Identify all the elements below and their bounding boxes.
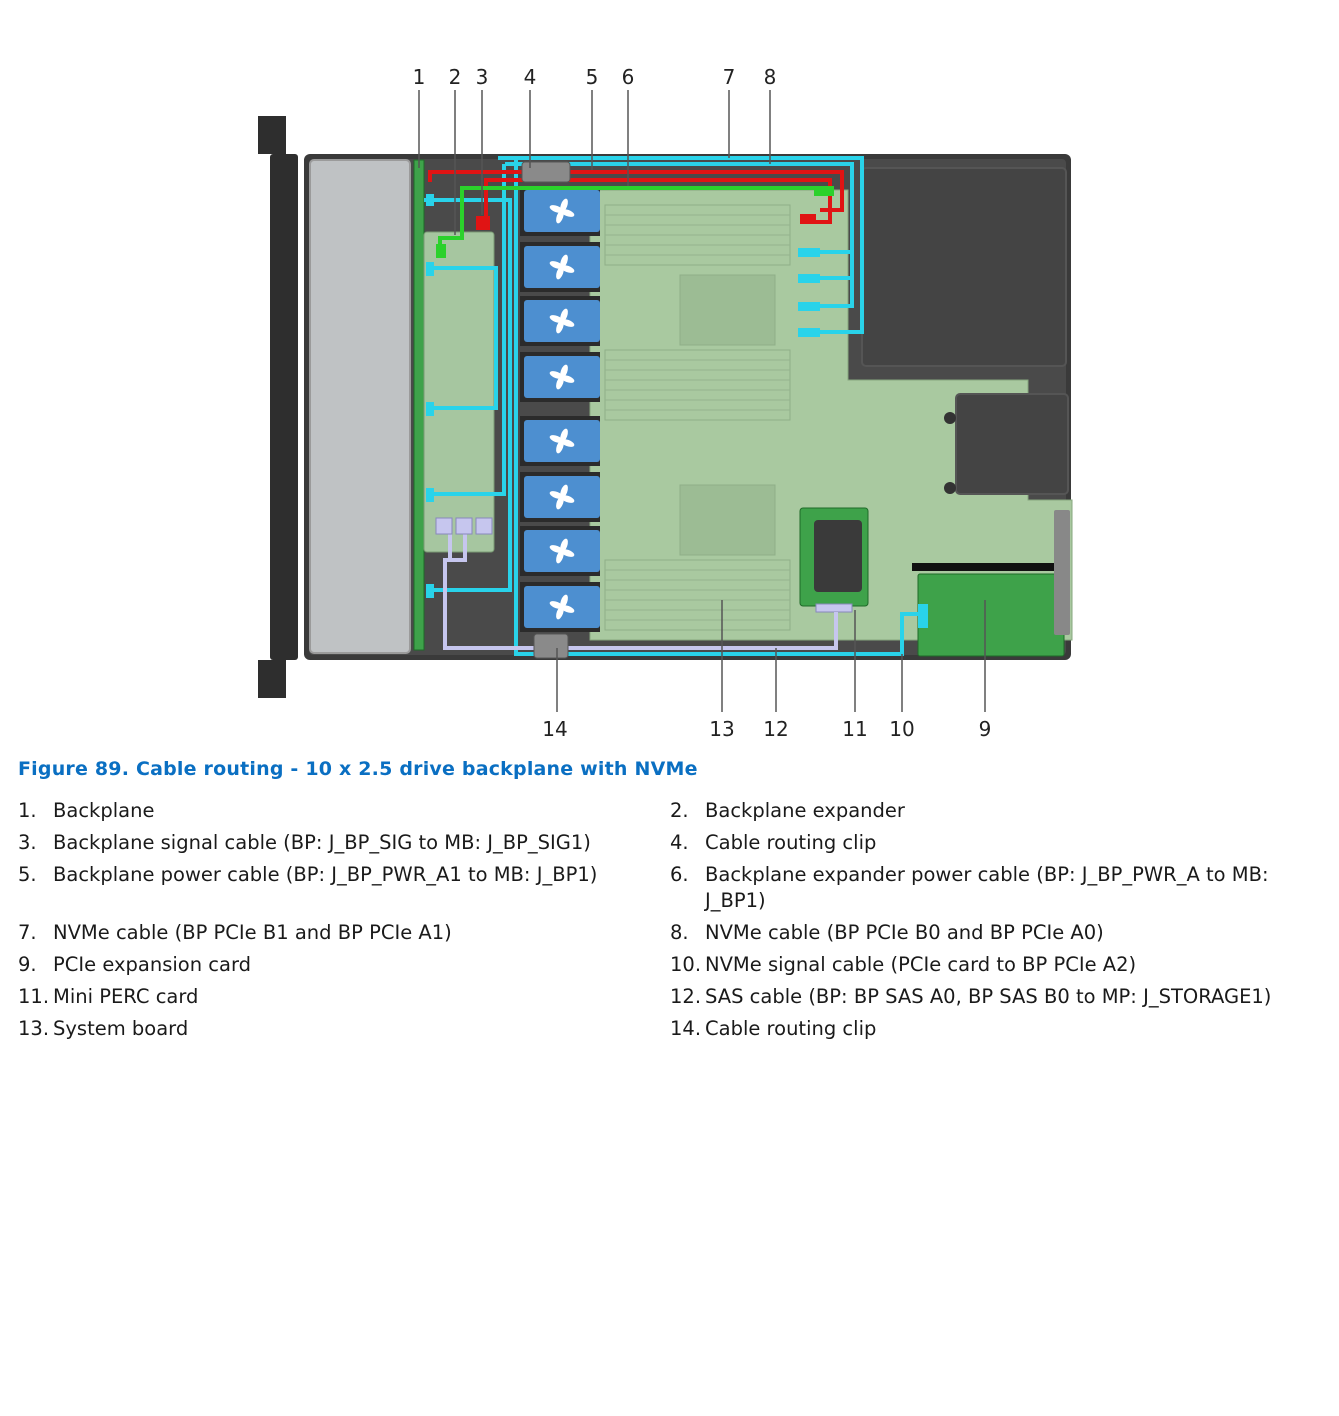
power-supply-2 xyxy=(955,393,1069,495)
legend-text: NVMe cable (BP PCIe B1 and BP PCIe A1) xyxy=(53,921,452,944)
callout-leaders xyxy=(418,90,986,712)
pcie-expansion-card xyxy=(917,573,1065,657)
cable-routing-diagram: 1 2 3 4 5 6 7 8 9 10 11 12 13 14 xyxy=(258,65,1073,741)
legend-number: 14. xyxy=(670,1017,702,1040)
legend-text: PCIe expansion card xyxy=(53,953,251,976)
legend-item: 13.System board xyxy=(18,1016,670,1042)
legend-text: Backplane xyxy=(53,799,155,822)
nvme-cable-b1-a1 xyxy=(424,156,864,592)
legend-item: 14.Cable routing clip xyxy=(670,1016,1328,1042)
callout-10: 10 xyxy=(889,717,914,741)
power-supply-1 xyxy=(861,167,1067,367)
figure-caption: Figure 89. Cable routing - 10 x 2.5 driv… xyxy=(18,758,698,780)
fan-icon xyxy=(520,296,600,346)
callout-3: 3 xyxy=(476,65,489,89)
legend-text: Backplane expander xyxy=(705,799,905,822)
legend-text: System board xyxy=(53,1017,189,1040)
fan-icon xyxy=(520,582,600,632)
legend-item: 2. Backplane expander xyxy=(670,798,1328,824)
legend-item: 3. Backplane signal cable (BP: J_BP_SIG t… xyxy=(18,830,670,856)
legend-text: NVMe signal cable (PCIe card to BP PCIe … xyxy=(705,953,1137,976)
legend-number: 5. xyxy=(18,863,37,886)
callout-numbers: 1 2 3 4 5 6 7 8 9 10 11 12 13 14 xyxy=(413,65,992,741)
fan-array xyxy=(520,186,600,632)
legend-item: 6. Backplane expander power cable (BP: J_… xyxy=(670,862,1328,914)
drive-bay xyxy=(309,159,411,654)
legend-number: 6. xyxy=(670,863,689,886)
legend-number: 2. xyxy=(670,799,689,822)
callout-1: 1 xyxy=(413,65,426,89)
legend-number: 11. xyxy=(18,985,50,1008)
legend-number: 10. xyxy=(670,953,702,976)
cable-routing-clip-top xyxy=(521,161,571,183)
callout-2: 2 xyxy=(449,65,462,89)
legend-text: Cable routing clip xyxy=(705,831,877,854)
callout-13: 13 xyxy=(709,717,734,741)
legend-text: Cable routing clip xyxy=(705,1017,877,1040)
fan-icon xyxy=(520,472,600,522)
legend-text: Mini PERC card xyxy=(53,985,199,1008)
legend-number: 1. xyxy=(18,799,37,822)
callout-14: 14 xyxy=(542,717,567,741)
legend-number: 4. xyxy=(670,831,689,854)
legend-number: 7. xyxy=(18,921,37,944)
legend-item: 4. Cable routing clip xyxy=(670,830,1328,856)
legend-text: NVMe cable (BP PCIe B0 and BP PCIe A0) xyxy=(705,921,1104,944)
callout-12: 12 xyxy=(763,717,788,741)
legend-item: 10.NVMe signal cable (PCIe card to BP PC… xyxy=(670,952,1328,978)
fan-icon xyxy=(520,186,600,236)
callout-8: 8 xyxy=(764,65,777,89)
legend-item: 12.SAS cable (BP: BP SAS A0, BP SAS B0 t… xyxy=(670,984,1328,1010)
callout-11: 11 xyxy=(842,717,867,741)
callout-legend: 1. Backplane 2. Backplane expander 3. Backpla… xyxy=(18,798,1328,1042)
legend-number: 3. xyxy=(18,831,37,854)
legend-number: 8. xyxy=(670,921,689,944)
legend-item: 11.Mini PERC card xyxy=(18,984,670,1010)
fan-icon xyxy=(520,352,600,402)
callout-6: 6 xyxy=(622,65,635,89)
legend-item: 8. NVMe cable (BP PCIe B0 and BP PCIe A0) xyxy=(670,920,1328,946)
legend-text: Backplane signal cable (BP: J_BP_SIG to … xyxy=(53,831,591,854)
legend-item: 5. Backplane power cable (BP: J_BP_PWR_A1… xyxy=(18,862,670,914)
legend-text: Backplane power cable (BP: J_BP_PWR_A1 t… xyxy=(53,863,598,886)
callout-5: 5 xyxy=(586,65,599,89)
chassis-front-handle xyxy=(258,116,298,698)
backplane xyxy=(413,159,425,651)
cable-routing-clip-bottom xyxy=(533,633,569,659)
callout-9: 9 xyxy=(979,717,992,741)
callout-7: 7 xyxy=(723,65,736,89)
legend-item: 9. PCIe expansion card xyxy=(18,952,670,978)
sas-cable xyxy=(443,530,838,650)
legend-text: Backplane expander power cable (BP: J_BP… xyxy=(705,863,1269,912)
legend-number: 13. xyxy=(18,1017,50,1040)
legend-number: 9. xyxy=(18,953,37,976)
fan-icon xyxy=(520,526,600,576)
dimm-area xyxy=(604,204,791,631)
backplane-expander xyxy=(423,231,495,553)
legend-number: 12. xyxy=(670,985,702,1008)
legend-item: 1. Backplane xyxy=(18,798,670,824)
fan-icon xyxy=(520,416,600,466)
backplane-power-cable xyxy=(428,170,844,224)
legend-item: 7. NVMe cable (BP PCIe B1 and BP PCIe A1) xyxy=(18,920,670,946)
callout-4: 4 xyxy=(524,65,537,89)
fan-icon xyxy=(520,242,600,292)
legend-text: SAS cable (BP: BP SAS A0, BP SAS B0 to M… xyxy=(705,985,1272,1008)
